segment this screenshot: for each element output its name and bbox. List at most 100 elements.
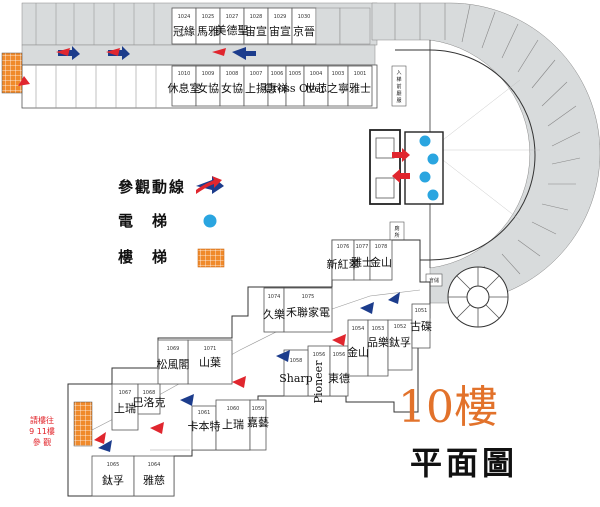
room-number: 1061 [198, 410, 211, 416]
legend-stairs-label: 樓 梯 [118, 248, 169, 266]
room-name: 巴洛克 [133, 395, 166, 409]
route-arrows-top [18, 46, 256, 86]
route-arrow-icon [276, 350, 290, 362]
bottom-left-stairs [73, 401, 93, 447]
room-name: 冠緣 [173, 25, 195, 38]
route-arrow-icon [58, 46, 80, 60]
room-name: 山葉 [199, 355, 221, 369]
room-name: 之寧 [327, 81, 349, 95]
room-name: 東德 [328, 371, 350, 385]
room-number: 1025 [202, 14, 215, 20]
room-number: 1075 [302, 294, 315, 300]
legend: 參觀動線 電 梯 樓 梯 [118, 176, 225, 268]
plan-title: 平面圖 [410, 444, 518, 482]
room-number: 1067 [119, 390, 132, 396]
room-number: 1078 [375, 244, 388, 250]
toilet-label: 所 [394, 232, 399, 239]
route-arrow-icon [18, 76, 30, 86]
room-name: 世芯 [305, 81, 327, 95]
stairs-west [1, 52, 23, 94]
route-arrow-icon [388, 292, 400, 304]
route-arrow-icon [392, 169, 410, 183]
note-line: 參 觀 [33, 437, 52, 447]
service-label: 廳 [396, 90, 401, 97]
room-number: 1064 [148, 462, 161, 468]
room-number: 1003 [332, 71, 345, 77]
room-number: 1008 [226, 71, 239, 77]
route-arrow-icon [106, 48, 120, 56]
room-number: 1024 [178, 14, 191, 20]
room-name: 金山 [370, 255, 392, 269]
route-arrow-icon [360, 302, 374, 314]
room-number: 1058 [290, 358, 303, 364]
room-number: 1051 [415, 308, 428, 314]
room-number: 1069 [167, 346, 180, 352]
service-label: 服 [396, 98, 401, 104]
elevator-dot-icon [418, 134, 432, 148]
floor-title: 10樓 [398, 382, 498, 433]
room-number: 1053 [372, 326, 385, 332]
toilet-label: 廁 [394, 225, 399, 232]
room-name: 馬雅 [197, 24, 219, 38]
service-label: 梯 [396, 76, 401, 83]
room-name: 美德聖 [216, 23, 249, 37]
room-name: 新紅翠 [327, 257, 360, 271]
elevator-core: 廁 所 入 口 垂 [369, 129, 444, 267]
room-number: 1056 [313, 352, 326, 358]
route-arrow-icon [196, 176, 224, 194]
room-name: 雅士 [349, 81, 371, 95]
route-arrow-icon [232, 376, 246, 388]
elevator-dot-icon [426, 152, 440, 166]
elevator-dot-icon [418, 170, 432, 184]
elevator-dot-icon [202, 213, 218, 229]
room-name: 宙宣 [269, 24, 291, 38]
room-name: 雅慈 [143, 473, 165, 487]
room-name: 金山 [347, 345, 369, 359]
room-number: 1010 [178, 71, 191, 77]
stairs-grid-icon [197, 248, 225, 268]
room-number: 1059 [252, 406, 265, 412]
room-name: Sharp [279, 372, 312, 385]
room-name: Pioneer [312, 360, 325, 404]
room-name: 品樂 [367, 335, 389, 349]
center-wing [67, 239, 431, 497]
note-line: 9 11樓 [29, 426, 55, 436]
room-number: 1076 [337, 244, 350, 250]
room-name: 禾聯家電 [286, 305, 330, 319]
room-name: Cross Over [264, 82, 327, 95]
room-number: 1052 [394, 324, 407, 330]
room-name: 古碟 [410, 320, 432, 333]
room-name: 休息室 [168, 81, 201, 95]
visit-note: 請樓往 9 11樓 參 觀 [29, 415, 55, 447]
room-name: 上瑞 [222, 417, 244, 431]
room-number: 1006 [271, 71, 284, 77]
room-number: 1056 [333, 352, 346, 358]
note-line: 請樓往 [30, 415, 54, 425]
store-label: 倉儲 [429, 277, 439, 284]
room-number: 1077 [356, 244, 369, 250]
top-booths: 1024 冠緣 1025 馬雅 1027 美德聖 1028 宙宣 1029 宙宣… [171, 7, 371, 45]
room-number: 1004 [310, 71, 323, 77]
bottom-room-labels: 1067 上瑞 1068 巴洛克 1061 卡本特 1060 上瑞 1059 嘉… [102, 390, 269, 487]
room-name: 鈦孚 [102, 473, 124, 487]
elevator-dot-icon [426, 188, 440, 202]
room-name: 女協 [197, 81, 219, 95]
service-label: 前 [396, 83, 401, 90]
room-number: 1071 [204, 346, 217, 352]
route-arrow-icon [332, 334, 346, 346]
room-name: 嘉藝 [247, 415, 269, 429]
service-hall: 入 梯 前 廳 服 [391, 65, 407, 107]
route-arrow-icon [180, 394, 194, 406]
room-name: 雅士 [351, 255, 373, 269]
stairs-grid-icon [73, 401, 93, 447]
room-name: 上瑞 [114, 401, 136, 415]
room-number: 1005 [289, 71, 302, 77]
room-number: 1030 [298, 14, 311, 20]
service-label: 入 [396, 70, 401, 76]
room-number: 1028 [250, 14, 263, 20]
room-number: 1001 [354, 71, 367, 77]
route-arrow-icon [392, 148, 410, 162]
room-name: 惠祥 [266, 81, 288, 95]
route-arrows-center [94, 292, 400, 452]
